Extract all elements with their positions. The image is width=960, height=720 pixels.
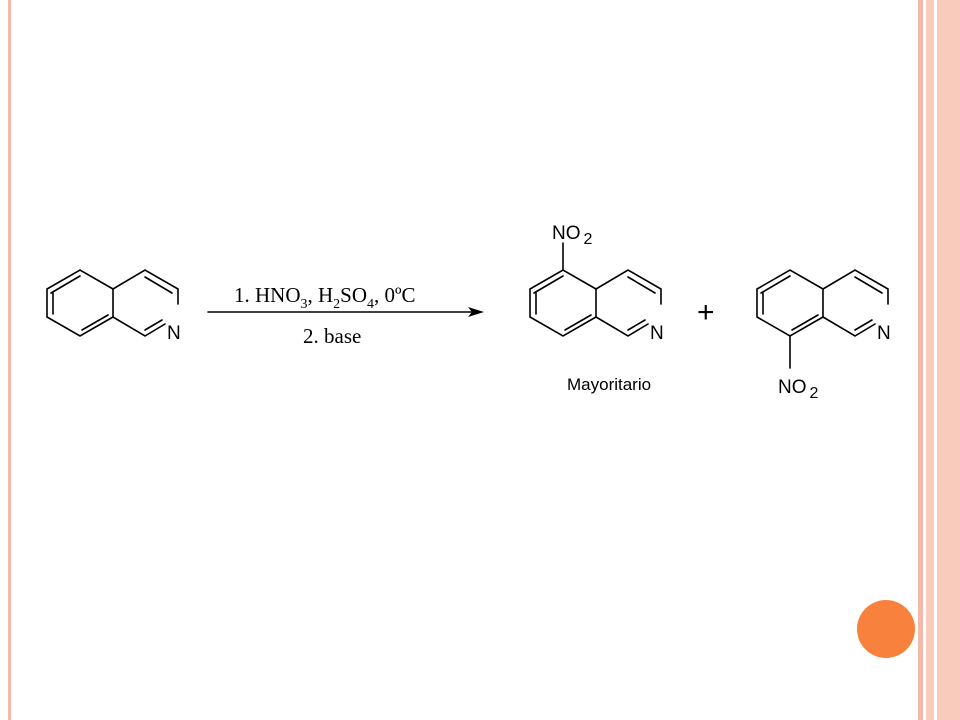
condition-subscript: 3	[301, 297, 308, 312]
condition-text: , H	[308, 283, 334, 307]
right-decorative-band	[937, 0, 960, 720]
minor-nitro-subscript: 2	[810, 385, 819, 402]
condition-text: , 0ºC	[374, 283, 416, 307]
right-decorative-band	[918, 0, 923, 720]
reactant-isoquinoline	[46, 269, 179, 337]
product-5-nitroisoquinoline	[529, 242, 662, 337]
major-product-caption: Mayoritario	[567, 375, 651, 394]
plus-sign: +	[697, 296, 715, 329]
reaction-conditions-step1: 1. HNO3, H2SO4, 0ºC	[234, 283, 416, 312]
accent-circle	[857, 600, 915, 658]
major-product-nitrogen-label: N	[650, 323, 664, 344]
reaction-conditions-step2: 2. base	[303, 324, 361, 348]
right-decorative-band	[926, 0, 934, 720]
minor-nitro-group: NO	[778, 377, 807, 398]
product-8-nitroisoquinoline	[756, 269, 889, 369]
major-nitro-group: NO	[552, 223, 581, 244]
condition-subscript: 4	[367, 297, 374, 312]
reaction-arrow-head	[468, 307, 484, 317]
minor-product-nitrogen-label: N	[877, 323, 891, 344]
condition-subscript: 2	[333, 297, 340, 312]
condition-text: 1. HNO	[234, 283, 301, 307]
major-nitro-subscript: 2	[584, 231, 593, 248]
reactant-nitrogen-label: N	[167, 323, 181, 344]
left-border-line	[8, 0, 11, 720]
condition-text: SO	[340, 283, 367, 307]
